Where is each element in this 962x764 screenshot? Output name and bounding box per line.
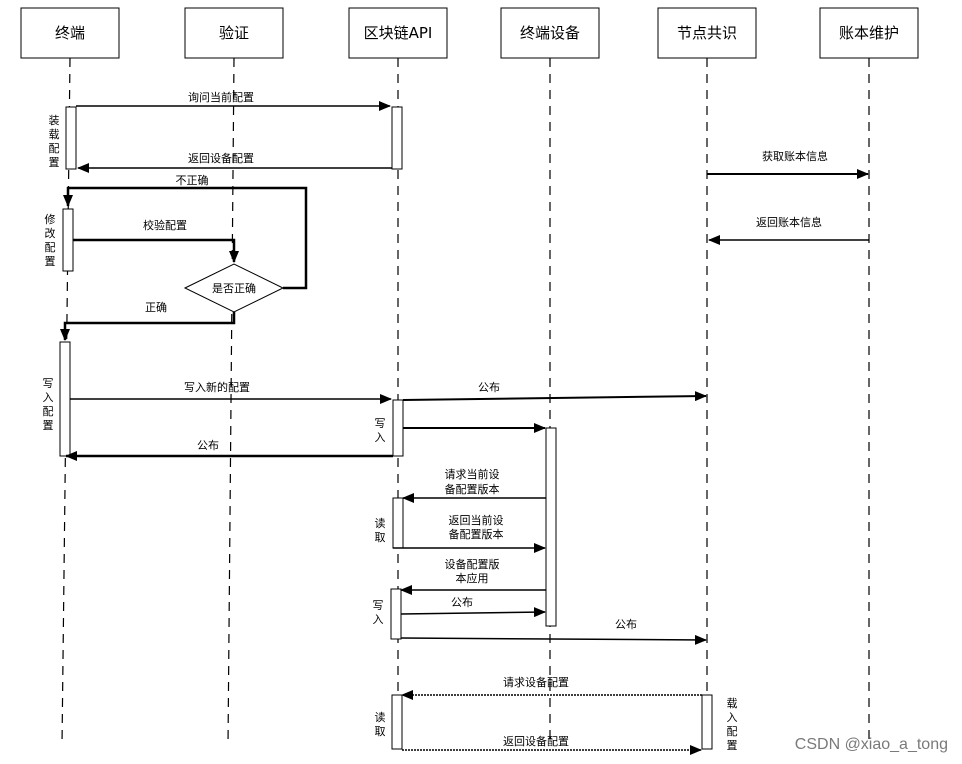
arrow-publish-1 [402, 391, 707, 402]
svg-text:配: 配 [45, 241, 56, 254]
actor-ledger-label: 账本维护 [839, 24, 899, 42]
label-apply-line2: 本应用 [456, 571, 489, 585]
actor-verify-label: 验证 [219, 24, 249, 42]
svg-text:写: 写 [375, 417, 386, 430]
label-req-device-config: 请求设备配置 [503, 675, 569, 689]
actor-api: 区块链API [348, 7, 448, 59]
lifeline-verify [227, 57, 235, 746]
actor-terminal: 终端 [20, 7, 120, 59]
side-label-read-b: 读 取 [375, 710, 386, 738]
activation-api-load [391, 106, 403, 170]
arrow-check-config [73, 238, 239, 263]
svg-text:置: 置 [49, 156, 60, 169]
svg-text:置: 置 [727, 739, 738, 752]
label-publish-3: 公布 [451, 596, 473, 609]
svg-text:读: 读 [375, 516, 386, 530]
side-label-write-config: 写 入 配 置 [43, 377, 54, 432]
svg-text:取: 取 [375, 725, 386, 738]
svg-text:配: 配 [727, 725, 738, 738]
activation-api-read-b [391, 694, 403, 750]
svg-text:配: 配 [49, 142, 60, 155]
svg-text:装: 装 [49, 114, 60, 127]
activation-api-write-a [392, 399, 404, 457]
svg-text:入: 入 [375, 431, 386, 444]
label-check-config: 校验配置 [143, 218, 187, 232]
arrow-incorrect-loop [63, 186, 308, 290]
actor-device-label: 终端设备 [520, 24, 580, 42]
activation-terminal-write [59, 341, 71, 457]
label-ask-config: 询问当前配置 [188, 90, 254, 104]
label-ret-version-line1: 返回当前设 [449, 513, 504, 527]
actor-api-label: 区块链API [364, 24, 433, 42]
side-label-load-in-config: 载 入 配 置 [727, 697, 738, 752]
actor-device: 终端设备 [500, 7, 600, 59]
label-correct: 正确 [145, 301, 167, 314]
arrow-publish-3 [400, 607, 546, 618]
actor-ledger: 账本维护 [819, 7, 919, 59]
label-publish-2: 公布 [197, 439, 219, 452]
arrow-publish-4 [400, 634, 707, 645]
svg-text:改: 改 [45, 226, 56, 240]
svg-text:置: 置 [45, 255, 56, 268]
svg-text:写: 写 [373, 599, 384, 612]
svg-text:入: 入 [727, 711, 738, 724]
side-label-write-b: 写 入 [373, 599, 384, 626]
actor-terminal-label: 终端 [55, 24, 85, 42]
svg-text:入: 入 [43, 391, 54, 404]
activation-api-read-a [392, 497, 404, 549]
activation-device [545, 427, 557, 627]
svg-text:载: 载 [49, 128, 60, 141]
label-req-version-line2: 备配置版本 [445, 482, 500, 496]
label-apply-line1: 设备配置版 [445, 557, 500, 571]
svg-text:置: 置 [43, 419, 54, 432]
svg-text:写: 写 [43, 377, 54, 390]
label-req-version-line1: 请求当前设 [445, 467, 500, 481]
label-ret-version-line2: 备配置版本 [449, 527, 504, 541]
svg-text:入: 入 [373, 613, 384, 626]
label-ret-device-config: 返回设备配置 [503, 734, 569, 748]
side-label-modify-config: 修 改 配 置 [45, 212, 56, 268]
decision-label: 是否正确 [212, 282, 256, 295]
svg-text:配: 配 [43, 405, 54, 418]
side-label-write-a: 写 入 [375, 417, 386, 444]
side-label-read-a: 读 取 [375, 516, 386, 544]
svg-text:读: 读 [375, 710, 386, 724]
label-publish-1: 公布 [478, 381, 500, 394]
arrow-correct [60, 312, 236, 341]
side-label-load-config: 装 载 配 置 [49, 114, 60, 169]
actor-consensus-label: 节点共识 [677, 24, 737, 42]
actor-verify: 验证 [184, 7, 284, 59]
label-publish-4: 公布 [615, 618, 637, 631]
svg-text:载: 载 [727, 697, 738, 710]
label-incorrect: 不正确 [176, 174, 209, 187]
svg-text:取: 取 [375, 531, 386, 544]
label-return-device-config: 返回设备配置 [188, 151, 254, 165]
activation-api-write-b [390, 588, 402, 640]
activation-terminal-load [65, 106, 77, 170]
watermark: CSDN @xiao_a_tong [794, 736, 948, 753]
svg-text:修: 修 [45, 212, 56, 226]
label-write-new-config: 写入新的配置 [184, 380, 250, 394]
activation-terminal-modify [62, 208, 74, 272]
label-get-ledger: 获取账本信息 [762, 149, 828, 163]
actor-consensus: 节点共识 [657, 7, 757, 59]
label-return-ledger: 返回账本信息 [756, 215, 822, 229]
activation-consensus-load [701, 694, 713, 750]
